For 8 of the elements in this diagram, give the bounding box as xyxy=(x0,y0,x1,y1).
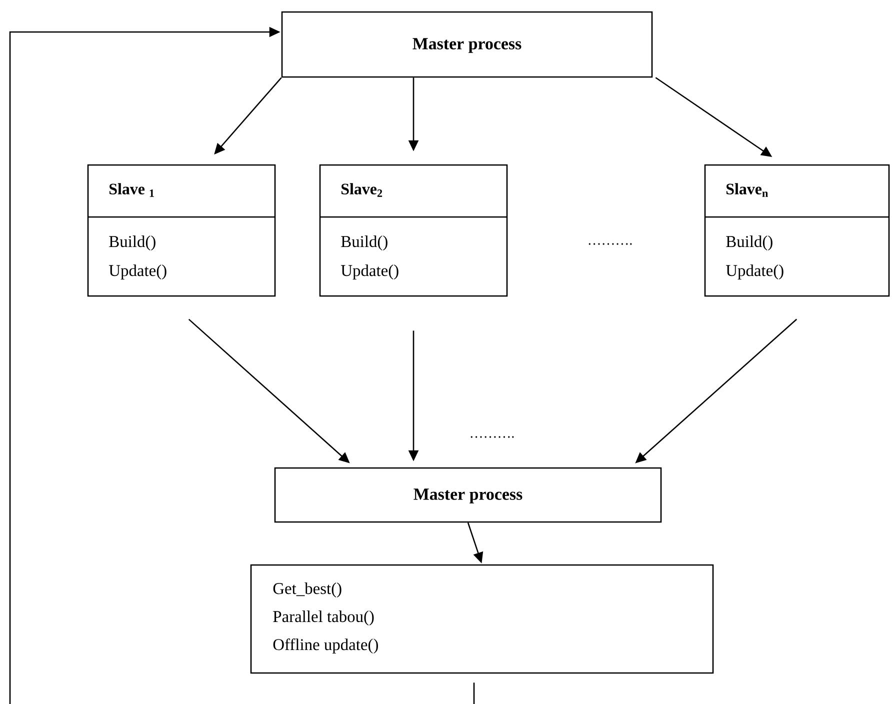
class-box: Slave $_{1}$ Build() Update() xyxy=(87,164,276,297)
process-box: Master process xyxy=(281,11,653,78)
ellipsis: ………. xyxy=(588,243,632,245)
method-box: Get_best() Parallel tabou() Offline update() xyxy=(250,564,714,674)
process-box: Master process xyxy=(274,467,662,523)
class-box: Slave$_{n}$ Build() Update() xyxy=(704,164,890,297)
class-box: Slave$_{2}$ Build() Update() xyxy=(319,164,508,297)
ellipsis: ………. xyxy=(470,436,514,438)
